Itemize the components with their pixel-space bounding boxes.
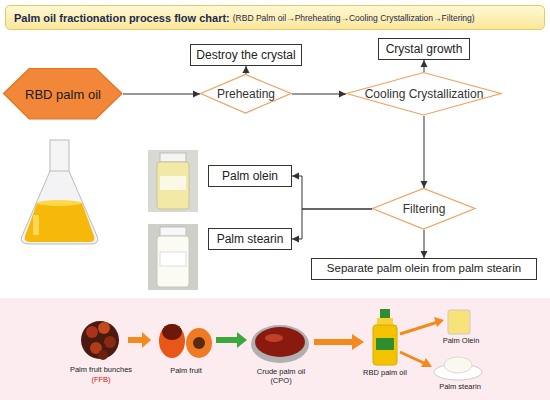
process-diamond: Filtering — [372, 188, 476, 230]
arrow-head — [421, 60, 428, 67]
caption-label: Palm fruit bunches — [58, 365, 144, 374]
arrow-head — [292, 173, 299, 180]
flask-highlight — [33, 215, 39, 235]
photo-frame — [148, 224, 198, 290]
fruit-dot — [104, 336, 116, 348]
stearin-lump — [444, 357, 472, 373]
palm-fruit-half — [186, 328, 212, 358]
connector-line — [424, 60, 425, 72]
olein-bottle — [157, 162, 189, 209]
title-band: Palm oil fractionation process flow char… — [5, 5, 545, 30]
fruit-dot — [98, 322, 110, 334]
node-text: Palm stearin — [217, 232, 284, 246]
start-hexagon: RBD palm oil — [3, 68, 123, 120]
connector-line — [292, 209, 372, 239]
split-arrow-line — [400, 352, 426, 364]
diamond-shape — [373, 189, 476, 230]
connector — [243, 66, 250, 74]
connector — [421, 230, 428, 258]
process-arrow — [314, 334, 364, 350]
arrow-head — [243, 66, 250, 73]
connector — [421, 60, 428, 72]
connector-line — [292, 94, 346, 95]
split-arrow-head — [434, 317, 444, 327]
split-arrow-line — [400, 322, 438, 334]
caption-label: Palm Olein — [436, 336, 486, 345]
title: Palm oil fractionation process flow char… — [14, 12, 230, 24]
flask-body — [21, 171, 97, 244]
bottle-cap — [380, 309, 390, 319]
connector — [123, 91, 200, 98]
arrow-head — [421, 251, 428, 258]
rbd-bottle — [373, 325, 397, 365]
hexagon-shape — [4, 69, 123, 120]
process-arrow — [216, 332, 247, 348]
bottle-label — [376, 338, 394, 350]
caption-label: Palm stearin — [430, 382, 490, 391]
node-text: Filtering — [403, 202, 446, 216]
connector — [292, 91, 346, 98]
diamond-shape — [347, 73, 502, 116]
arrow-head — [292, 236, 299, 243]
node-text: Crystal growth — [386, 42, 463, 56]
node-text: Destroy the crystal — [196, 48, 295, 62]
oil-shine — [265, 334, 283, 342]
arrow-head — [193, 91, 200, 98]
bottle-cap — [160, 227, 186, 236]
palm-fruit — [159, 324, 185, 358]
fruit-top — [162, 324, 182, 340]
bottle-label — [160, 252, 186, 266]
product-box: Palm stearin — [208, 228, 292, 250]
connector — [292, 209, 372, 243]
photo-frame — [148, 150, 198, 212]
caption-label: Crude palm oil (CPO) — [250, 367, 312, 385]
fruit-dot — [98, 350, 108, 360]
node-text: Separate palm olein from palm stearin — [327, 262, 521, 276]
process-diamond: Preheating — [200, 74, 292, 114]
arrow-head — [421, 181, 428, 188]
connector — [421, 116, 428, 188]
diamond-shape — [201, 75, 292, 114]
arrow-head — [339, 91, 346, 98]
caption-label: (FFB) — [58, 375, 144, 384]
process-diamond: Cooling Crystallization — [346, 72, 502, 116]
flask-neck — [50, 140, 69, 172]
connector-line — [246, 66, 247, 74]
connector-line — [424, 116, 425, 188]
connector-line — [123, 94, 200, 95]
node-text: Palm olein — [222, 169, 278, 183]
connector-line — [292, 176, 372, 209]
oil-surface — [37, 200, 81, 206]
connector — [292, 173, 372, 210]
bunch-core — [81, 321, 119, 359]
result-box: Separate palm olein from palm stearin — [311, 258, 537, 280]
caption-label: RBD palm oil — [352, 368, 418, 377]
fruit-kernel — [193, 337, 205, 349]
bowl — [251, 325, 309, 363]
caption-label: Palm fruit — [150, 366, 222, 375]
product-box: Palm olein — [208, 165, 292, 187]
stearin-bottle — [157, 236, 189, 287]
split-arrow-head — [421, 358, 432, 367]
olein-glass — [448, 310, 470, 334]
note-box: Destroy the crystal — [190, 44, 302, 66]
node-text: Preheating — [217, 87, 275, 101]
subtitle-label: (RBD Palm oil→Phreheating→Cooling Crysta… — [233, 13, 475, 23]
fruit-dot — [86, 326, 98, 338]
connector-line — [424, 230, 425, 258]
flask-oil — [25, 203, 95, 242]
bottom-band — [0, 298, 550, 400]
bottle-label — [160, 176, 186, 190]
note-box: Crystal growth — [378, 38, 470, 60]
bottle-cap — [160, 153, 186, 162]
node-text: RBD palm oil — [25, 87, 101, 102]
node-text: Cooling Crystallization — [365, 87, 484, 101]
process-arrow — [128, 332, 151, 348]
crude-oil — [255, 327, 305, 357]
fruit-bunch — [81, 321, 119, 360]
